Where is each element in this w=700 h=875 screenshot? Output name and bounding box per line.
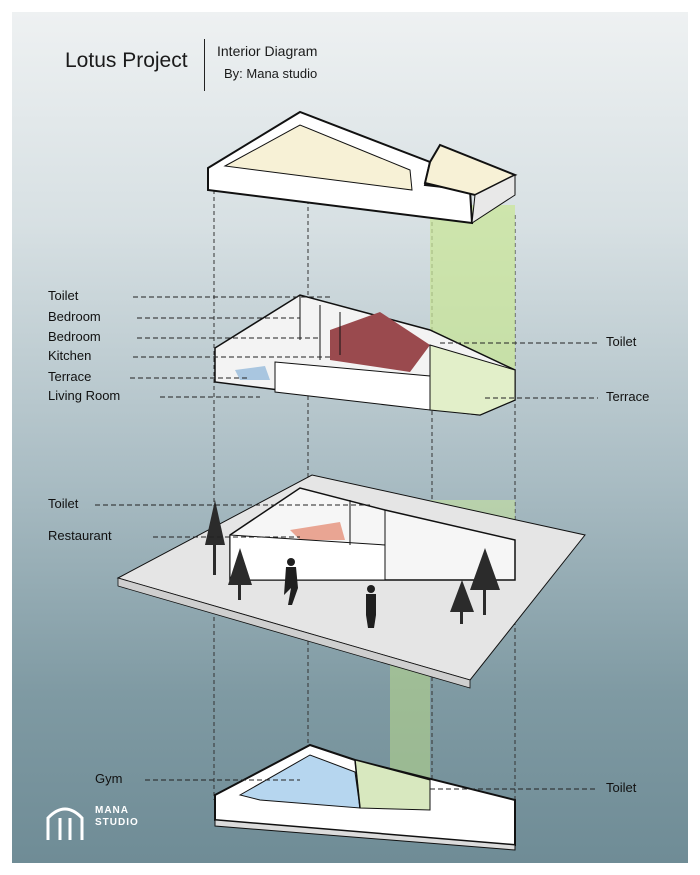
label-top-right-toilet: Toilet: [606, 334, 637, 349]
logo-line-2: STUDIO: [95, 817, 139, 828]
label-top-bedroom-2: Bedroom: [48, 329, 101, 344]
label-leaders: [95, 296, 598, 790]
label-basement-gym: Gym: [95, 771, 123, 786]
label-top-toilet: Toilet: [48, 288, 79, 303]
person-icon: [366, 585, 376, 628]
label-top-bedroom-1: Bedroom: [48, 309, 101, 324]
label-top-terrace: Terrace: [48, 369, 92, 384]
title-divider: [204, 39, 205, 91]
label-ground-restaurant: Restaurant: [48, 528, 112, 543]
logo-text: MANA STUDIO: [95, 805, 139, 829]
tree-icon: [450, 580, 474, 624]
person-icon: [284, 558, 298, 605]
label-basement-toilet: Toilet: [606, 780, 637, 795]
light-shaft: [390, 205, 515, 780]
tree-icon: [470, 548, 500, 615]
mana-studio-logo: [46, 807, 84, 840]
ground-floor-level: [116, 474, 586, 689]
basement-level: [214, 743, 516, 851]
logo-line-1: MANA: [95, 805, 129, 816]
label-ground-toilet: Toilet: [48, 496, 79, 511]
top-floor-level: [214, 294, 516, 416]
diagram-subtitle: Interior Diagram: [217, 43, 318, 59]
label-top-right-terrace: Terrace: [606, 389, 650, 404]
tree-icon: [228, 548, 252, 600]
page-title: Lotus Project: [65, 49, 188, 72]
label-top-kitchen: Kitchen: [48, 348, 92, 363]
roof-level: [207, 110, 518, 225]
label-top-living-room: Living Room: [48, 388, 121, 403]
tree-icon: [205, 500, 225, 575]
author-credit: By: Mana studio: [224, 66, 318, 81]
